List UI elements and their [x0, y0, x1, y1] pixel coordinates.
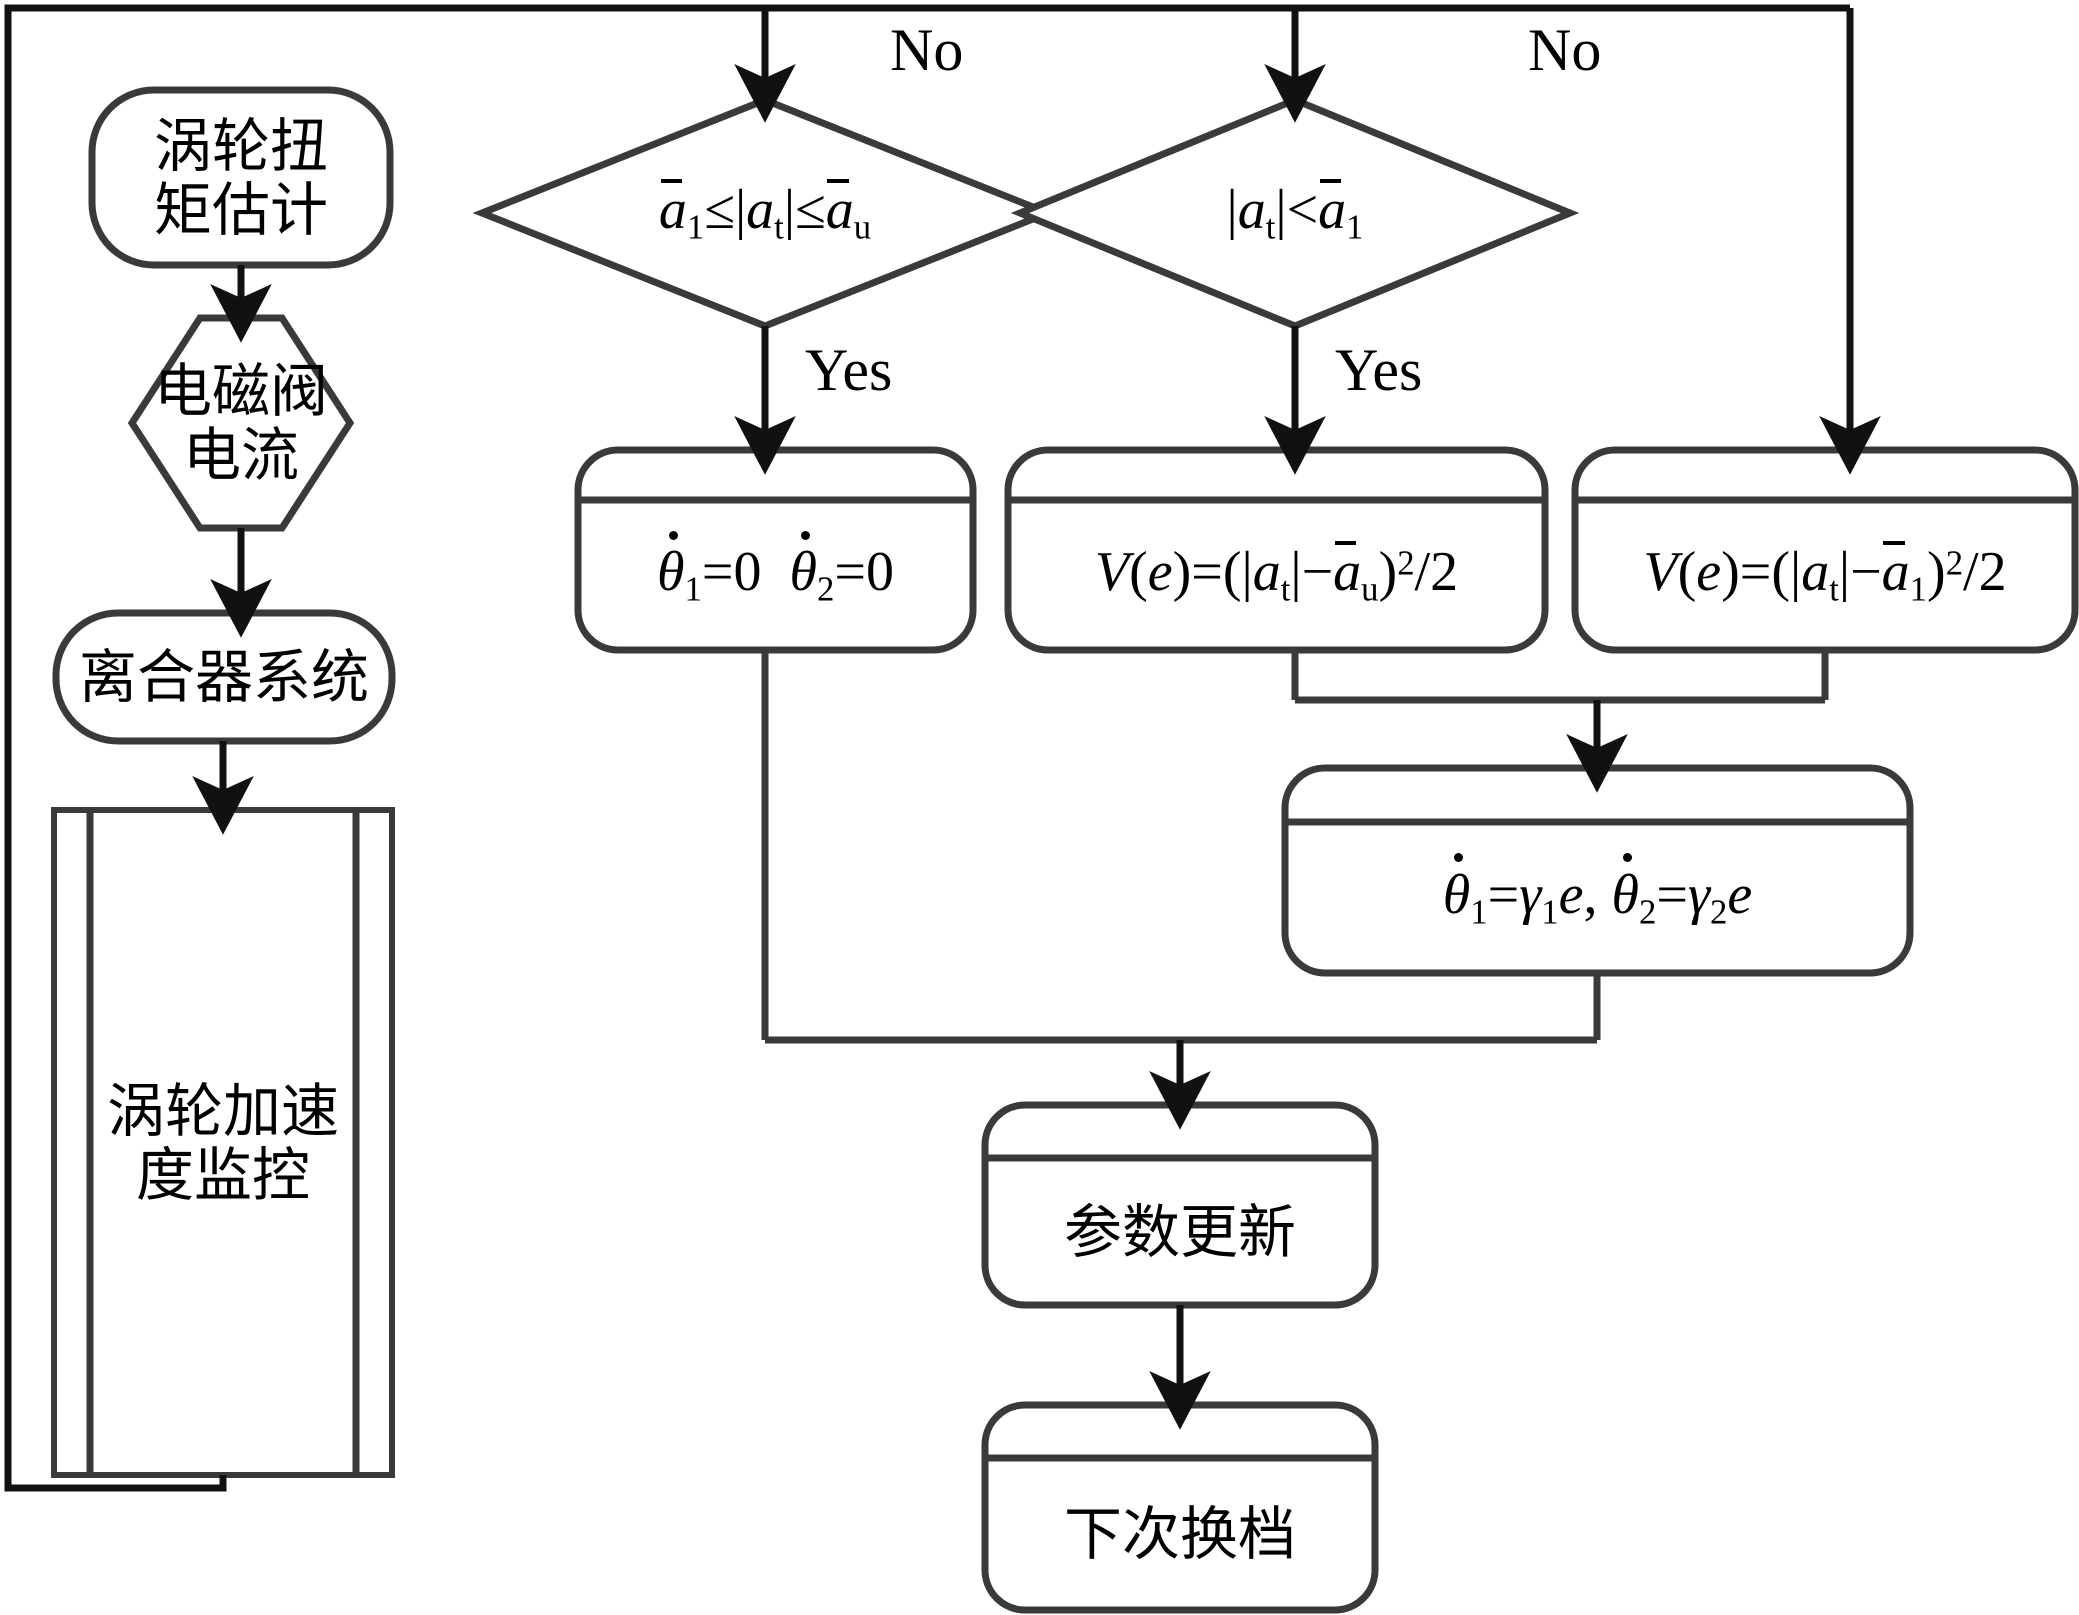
- turbine-torque-line1: 涡轮扭: [153, 111, 328, 180]
- node-lyapunov-upper-label: V(e)=(|at|−au)2/2: [1008, 500, 1545, 650]
- edge-label-yes-left: Yes: [805, 337, 893, 403]
- node-theta-zero-label: θ1=0 θ2=0: [578, 500, 973, 650]
- param-update-line1: 参数更新: [1063, 1197, 1296, 1266]
- node-solenoid-current-label: 电磁阀 电流: [132, 318, 350, 528]
- node-lyapunov-lower-label: V(e)=(|at|−a1)2/2: [1575, 500, 2075, 650]
- lyapunov-upper-formula: V(e)=(|at|−au)2/2: [1094, 541, 1459, 609]
- theta-zero-formula: θ1=0 θ2=0: [657, 530, 894, 609]
- node-next-shift-label: 下次换档: [985, 1458, 1375, 1610]
- node-adaptation-law-label: θ1=γ1e, θ2=γ2e: [1285, 822, 1910, 973]
- lyapunov-lower-formula: V(e)=(|at|−a1)2/2: [1643, 541, 2007, 609]
- node-clutch-system-label: 离合器系统: [56, 613, 392, 741]
- decision-band-formula: a1≤|at|≤au: [658, 179, 872, 247]
- decision-low-formula: |at|<a1: [1226, 179, 1364, 247]
- node-decision-band-label: a1≤|at|≤au: [482, 160, 1048, 266]
- edge-label-yes-right: Yes: [1335, 337, 1423, 403]
- clutch-system-line1: 离合器系统: [78, 643, 369, 711]
- node-decision-low-label: |at|<a1: [1020, 160, 1570, 266]
- turbine-accel-line2: 度监控: [135, 1140, 310, 1209]
- node-solenoid-current-shape: [127, 314, 355, 532]
- solenoid-current-line2: 电流: [182, 421, 299, 489]
- turbine-torque-line2: 矩估计: [153, 175, 328, 244]
- next-shift-line1: 下次换档: [1063, 1500, 1296, 1568]
- edge-label-no-right: No: [1528, 17, 1602, 83]
- solenoid-current-line1: 电磁阀: [153, 357, 328, 425]
- adaptation-law-formula: θ1=γ1e, θ2=γ2e: [1442, 853, 1753, 932]
- edge-loopback-outer: [4, 4, 1850, 1492]
- edge-label-no-left: No: [890, 17, 964, 83]
- node-turbine-torque-label: 涡轮扭 矩估计: [92, 90, 390, 265]
- node-param-update-label: 参数更新: [985, 1158, 1375, 1305]
- turbine-accel-line1: 涡轮加速: [106, 1076, 339, 1145]
- node-turbine-accel-monitor-label: 涡轮加速 度监控: [90, 810, 356, 1475]
